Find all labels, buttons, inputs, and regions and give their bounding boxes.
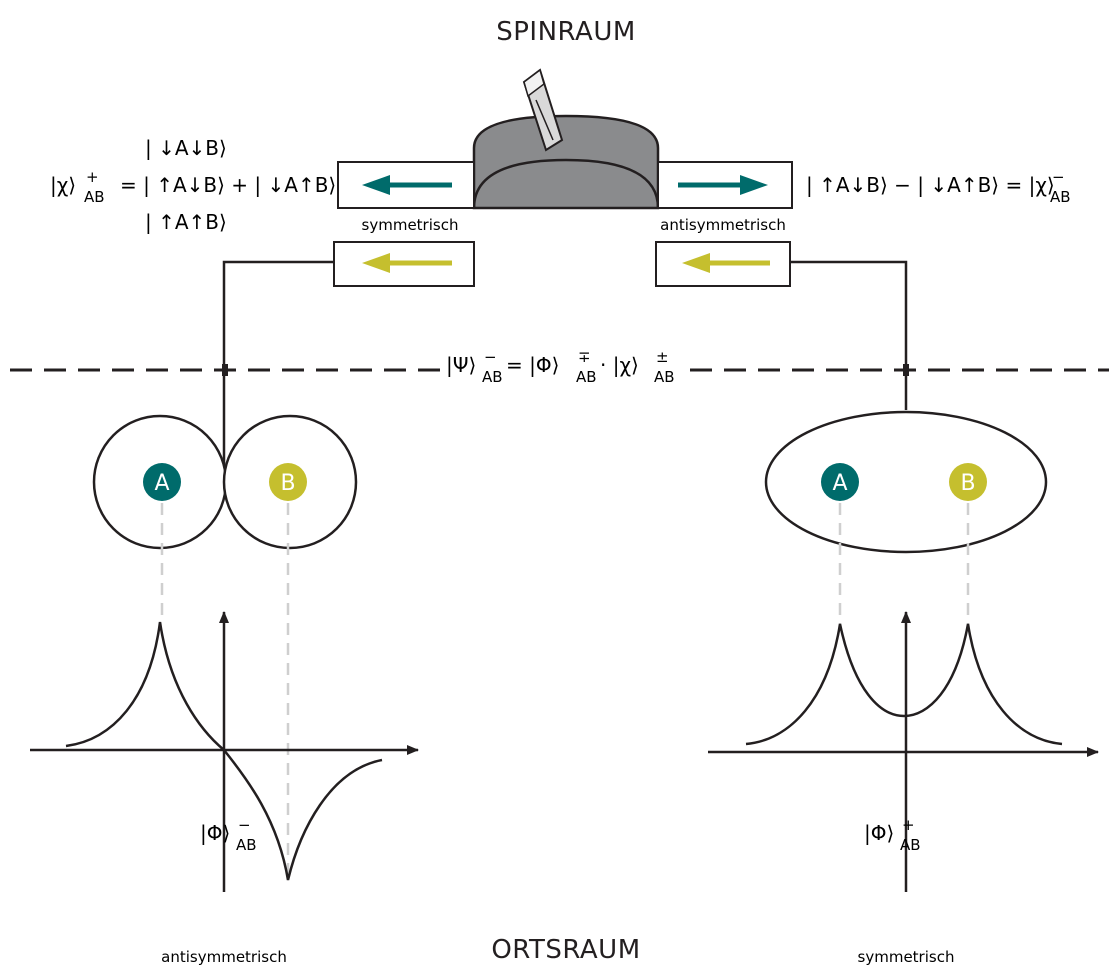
left-connector-line (222, 260, 334, 468)
spin-filter-machine (472, 68, 660, 210)
particle-b (949, 463, 987, 501)
chi-term: · |χ⟩ (600, 353, 639, 377)
phi-plus-sup: + (902, 816, 915, 834)
antisymmetric-label: antisymmetrisch (660, 216, 786, 234)
spin-state-antisymmetric: | ↑A↓B⟩ − | ↓A↑B⟩ = |χ⟩ (806, 173, 1055, 197)
ortsraum-title: ORTSRAUM (491, 935, 640, 965)
olive-arrow-left-icon (682, 253, 770, 273)
antisymmetric-wavefunction-curve (65, 621, 383, 881)
chi-sup: ± (656, 348, 669, 366)
psi-sup: − (484, 348, 497, 366)
chi-antisymmetric-sub: AB (1050, 188, 1071, 206)
phi-minus-sub: AB (236, 836, 257, 854)
chi-symmetric-sup: + (86, 168, 99, 186)
phi-plus-sub: AB (900, 836, 921, 854)
chi-sub: AB (654, 368, 675, 386)
chi-symmetric-ket: |χ⟩ (50, 173, 76, 197)
particle-b-label: B (280, 471, 295, 496)
wavefunction-equation: |Ψ⟩ − AB = |Φ⟩ ∓ AB · |χ⟩ ± AB (446, 348, 675, 386)
phi-sub: AB (576, 368, 597, 386)
phi-minus-ket: |Φ⟩ (200, 821, 230, 845)
spin-state-down-down: | ↓A↓B⟩ (145, 136, 227, 160)
symmetric-label: symmetrisch (362, 216, 459, 234)
olive-arrow-left-icon (362, 253, 452, 273)
psi-sub: AB (482, 368, 503, 386)
psi-ket: |Ψ⟩ (446, 353, 476, 377)
particle-b-label: B (960, 471, 975, 496)
particle-a-label: A (154, 471, 169, 496)
spin-state-up-up: | ↑A↑B⟩ (145, 210, 227, 234)
antisymmetric-caption: antisymmetrisch (161, 948, 287, 966)
phi-sup: ∓ (578, 348, 591, 366)
phi-plus-ket: |Φ⟩ (864, 821, 894, 845)
particle-a (821, 463, 859, 501)
right-connector-line (790, 260, 908, 410)
spin-state-sum: = | ↑A↓B⟩ + | ↓A↑B⟩ (120, 173, 336, 197)
chi-symmetric-sub: AB (84, 188, 105, 206)
phi-minus-sup: − (238, 816, 251, 834)
spinraum-title: SPINRAUM (496, 17, 636, 47)
teal-arrow-right-icon (678, 175, 768, 195)
phi-term: = |Φ⟩ (506, 353, 559, 377)
chi-antisymmetric-sup: − (1052, 168, 1065, 186)
molecular-orbital-ellipse (764, 410, 1048, 554)
symmetric-wavefunction-curve (745, 623, 1063, 746)
teal-arrow-left-icon (362, 175, 452, 195)
particle-b (269, 463, 307, 501)
particle-a (143, 463, 181, 501)
particle-a-label: A (832, 471, 847, 496)
symmetric-caption: symmetrisch (858, 948, 955, 966)
